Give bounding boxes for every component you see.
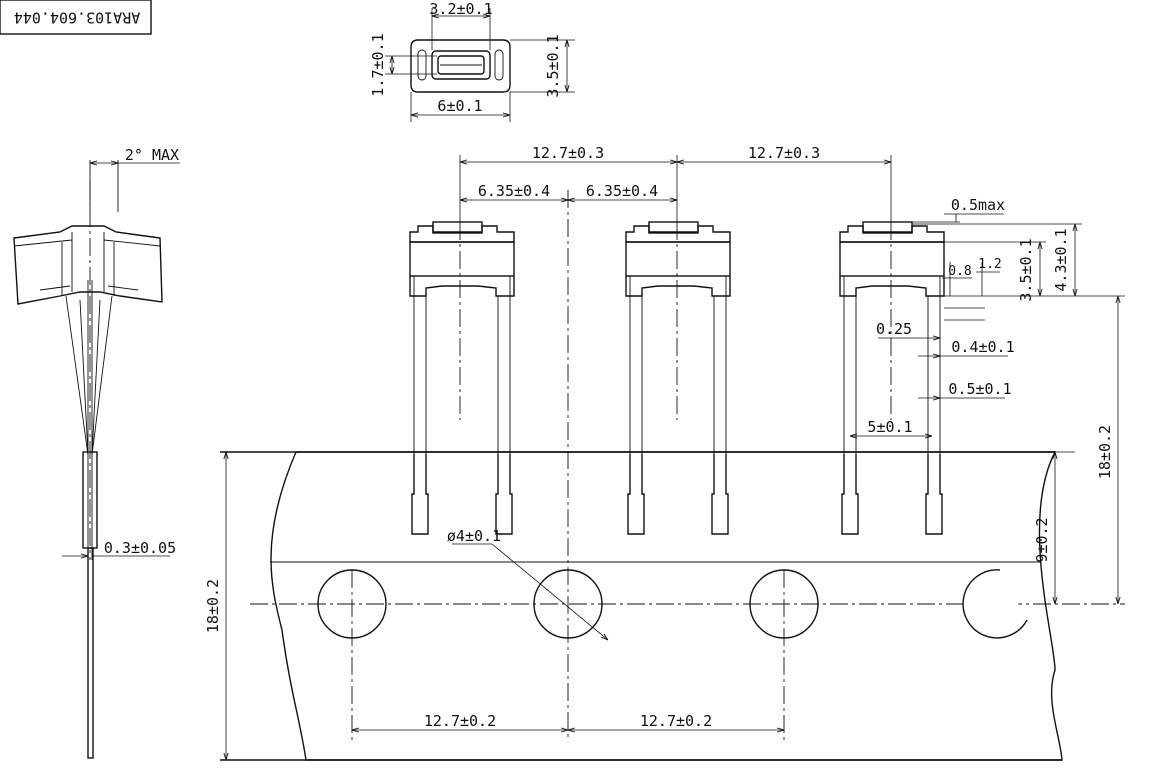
dim-0-5: 0.5±0.1 bbox=[948, 380, 1011, 398]
dim-top-height-button: 1.7±0.1 bbox=[369, 33, 387, 96]
dim-switch-pitch-right: 12.7±0.3 bbox=[748, 144, 820, 162]
dim-side-thickness: 0.3±0.05 bbox=[104, 539, 176, 557]
top-view-button bbox=[437, 55, 485, 75]
dim-half-pitch-left: 6.35±0.4 bbox=[478, 182, 550, 200]
top-view: 3.2±0.1 6±0.1 1.7±0.1 3.5±0.1 bbox=[369, 0, 575, 122]
sprocket-hole-partial bbox=[962, 569, 1028, 639]
dim-hole-pitch-left: 12.7±0.2 bbox=[424, 712, 496, 730]
side-view-tape bbox=[87, 547, 94, 759]
dim-top-width-body: 6±0.1 bbox=[437, 97, 482, 115]
dim-top-height-body: 3.5±0.1 bbox=[544, 34, 562, 97]
dim-0-8: 0.8 bbox=[948, 264, 971, 279]
dim-0-4: 0.4±0.1 bbox=[951, 338, 1014, 356]
dim-switch-pitch-left: 12.7±0.3 bbox=[532, 144, 604, 162]
dim-top-width-window: 3.2±0.1 bbox=[429, 0, 492, 18]
part-code-label: ARA103.604.044 bbox=[14, 9, 140, 27]
dim-height-3-5: 3.5±0.1 bbox=[1017, 238, 1035, 301]
dim-0-5max: 0.5max bbox=[951, 196, 1005, 214]
dim-lead-spacing: 5±0.1 bbox=[867, 418, 912, 436]
side-view: 2° MAX 0.3±0.05 bbox=[13, 146, 180, 759]
dim-0-25: 0.25 bbox=[876, 320, 912, 338]
dim-half-pitch-right: 6.35±0.4 bbox=[586, 182, 658, 200]
front-dimensions: 12.7±0.3 12.7±0.3 6.35±0.4 6.35±0.4 0.5m… bbox=[459, 144, 1125, 604]
side-view-body bbox=[13, 225, 163, 305]
top-view-body bbox=[410, 39, 511, 93]
dim-tape-width-left: 18±0.2 bbox=[204, 579, 222, 633]
switch-1 bbox=[409, 221, 515, 535]
dim-hole-diameter: ø4±0.1 bbox=[447, 527, 501, 545]
carrier-tape: ø4±0.1 12.7±0.2 12.7±0.2 18±0.2 bbox=[204, 190, 1125, 761]
switch-2 bbox=[625, 221, 731, 535]
dim-side-angle: 2° MAX bbox=[125, 146, 179, 164]
title-block-frame bbox=[0, 0, 152, 35]
dim-1-2: 1.2 bbox=[978, 257, 1001, 272]
switch-3 bbox=[839, 221, 945, 535]
dim-height-18-right: 18±0.2 bbox=[1096, 425, 1114, 479]
dim-height-9: 9±0.2 bbox=[1033, 517, 1051, 562]
dim-hole-pitch-right: 12.7±0.2 bbox=[640, 712, 712, 730]
top-view-window bbox=[431, 50, 491, 80]
title-block: ARA103.604.044 bbox=[0, 0, 152, 35]
dim-height-4-3: 4.3±0.1 bbox=[1052, 228, 1070, 291]
